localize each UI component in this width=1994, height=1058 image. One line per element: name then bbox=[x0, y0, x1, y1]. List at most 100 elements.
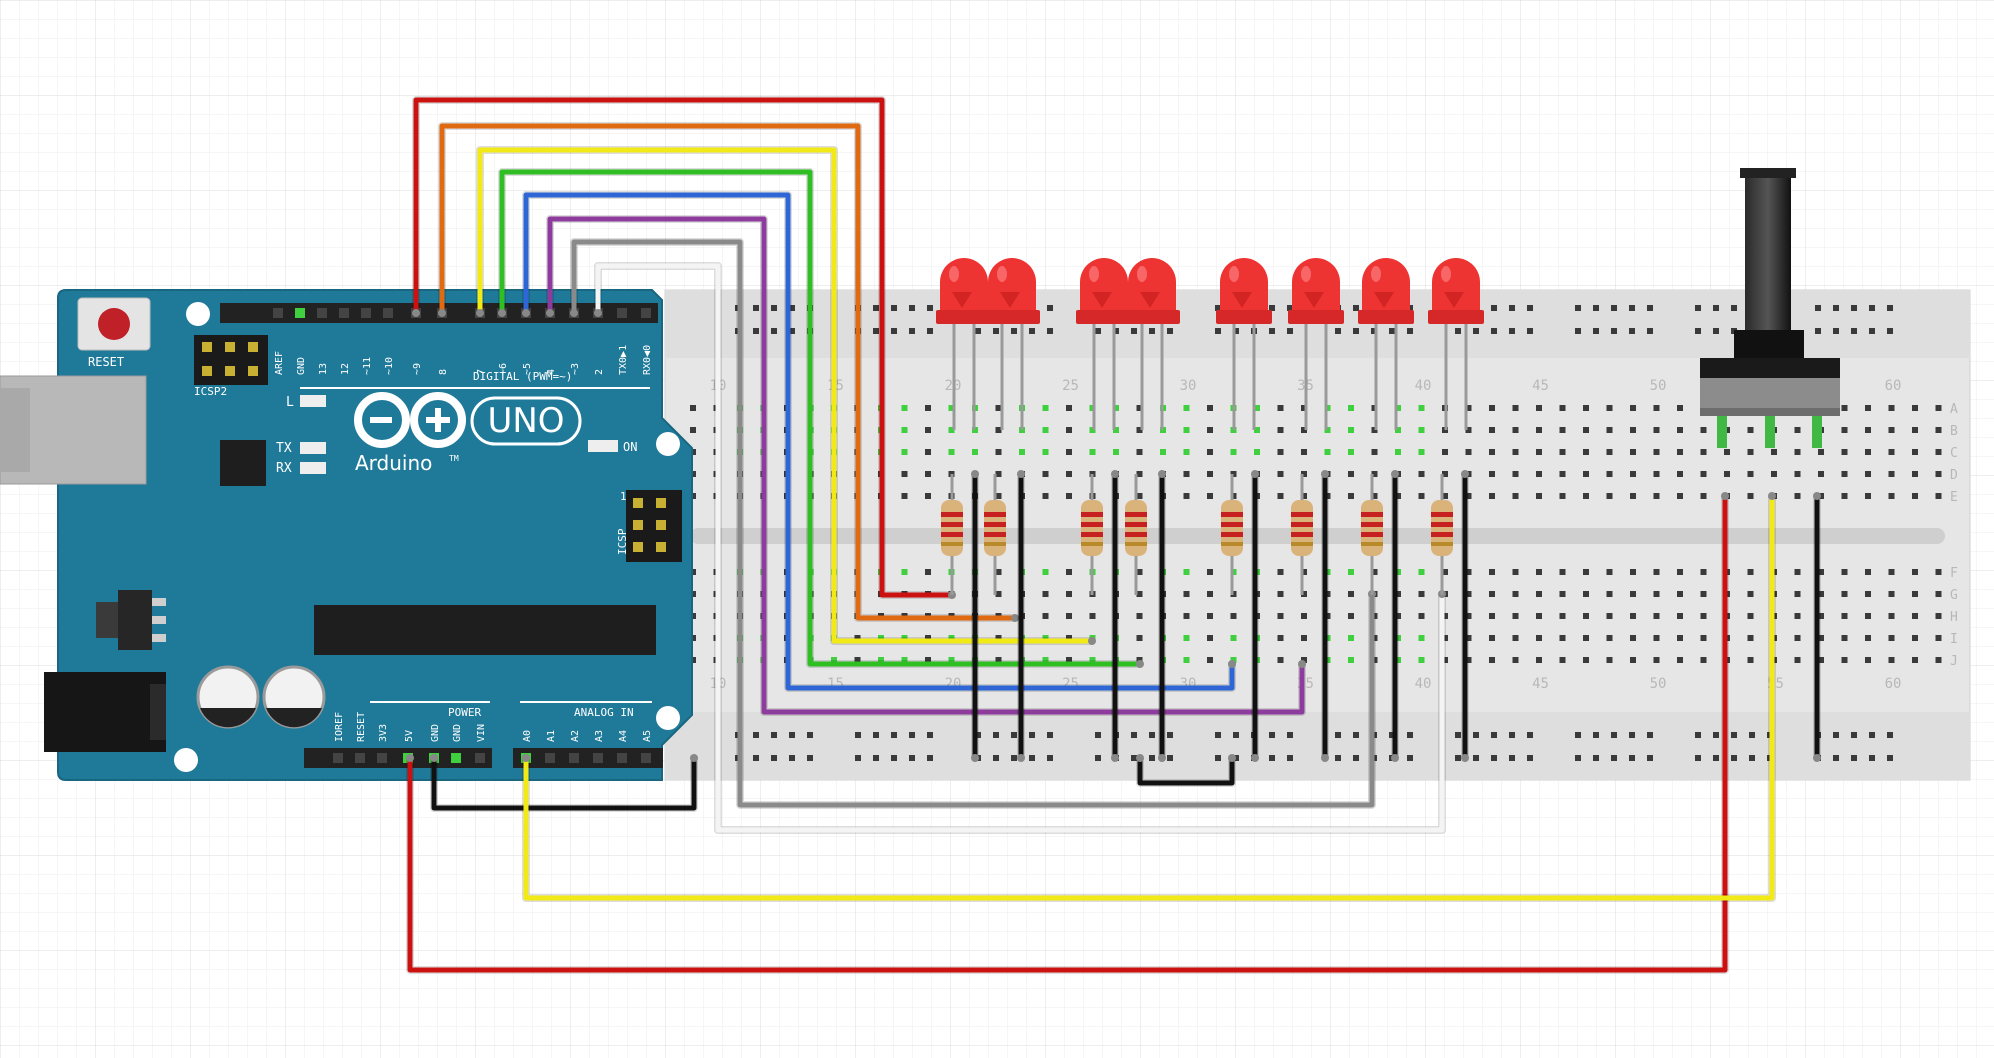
wire-a0-yellow-end bbox=[522, 754, 530, 762]
breadboard-hole bbox=[1653, 613, 1660, 619]
rail-hole bbox=[1149, 328, 1155, 334]
breadboard-hole bbox=[1865, 405, 1871, 411]
breadboard-hole bbox=[1230, 449, 1237, 455]
breadboard-hole bbox=[1536, 591, 1542, 597]
icsp2-header bbox=[194, 335, 268, 385]
breadboard-hole bbox=[1042, 405, 1049, 411]
breadboard-hole bbox=[995, 471, 1002, 477]
breadboard-column-number: 60 bbox=[1885, 676, 1902, 692]
breadboard-hole bbox=[1583, 591, 1589, 597]
header-pin bbox=[317, 308, 327, 318]
analog-label: ANALOG IN bbox=[574, 706, 634, 719]
breadboard-hole bbox=[1254, 427, 1260, 433]
rail-hole bbox=[1335, 732, 1341, 738]
rail-hole bbox=[1869, 305, 1875, 311]
breadboard-hole bbox=[948, 657, 955, 663]
breadboard-hole bbox=[995, 493, 1002, 499]
breadboard-hole bbox=[1207, 427, 1213, 433]
led-red[interactable] bbox=[1358, 258, 1414, 430]
rail-hole bbox=[1647, 305, 1653, 311]
wire-gnd-arduino-end bbox=[430, 754, 438, 762]
breadboard-hole bbox=[1207, 569, 1213, 575]
breadboard-hole bbox=[1818, 635, 1824, 641]
led-red[interactable] bbox=[1124, 258, 1180, 430]
rail-hole bbox=[807, 755, 813, 761]
rail-hole bbox=[891, 755, 897, 761]
potentiometer[interactable] bbox=[1700, 168, 1840, 448]
breadboard-hole bbox=[854, 657, 861, 663]
breadboard-hole bbox=[1912, 471, 1918, 477]
breadboard-hole bbox=[1794, 635, 1801, 641]
breadboard-hole bbox=[1418, 493, 1425, 499]
breadboard-hole bbox=[948, 427, 955, 433]
breadboard-hole bbox=[1935, 635, 1942, 641]
led-tx bbox=[300, 442, 326, 454]
rail-hole bbox=[1593, 755, 1599, 761]
rail-hole bbox=[1869, 755, 1875, 761]
wire-pin3-gray bbox=[571, 239, 1375, 808]
resistor bbox=[1361, 474, 1383, 595]
reset-button[interactable] bbox=[77, 297, 151, 351]
led-red[interactable] bbox=[1216, 258, 1272, 430]
breadboard-hole bbox=[1747, 493, 1754, 499]
led-red[interactable] bbox=[1288, 258, 1344, 430]
rail-hole bbox=[1731, 755, 1737, 761]
rail-hole bbox=[1713, 328, 1719, 334]
led-red[interactable] bbox=[936, 258, 992, 430]
breadboard-hole bbox=[1183, 657, 1190, 663]
breadboard-hole bbox=[925, 427, 931, 433]
uno-badge bbox=[470, 396, 582, 446]
power-pin-label: 3V3 bbox=[378, 724, 389, 742]
breadboard-hole bbox=[1465, 591, 1472, 597]
wire-ground-6-end bbox=[1321, 470, 1329, 478]
breadboard-hole bbox=[1841, 427, 1848, 433]
led-red[interactable] bbox=[984, 258, 1040, 430]
power-pin-label: GND bbox=[430, 724, 441, 742]
breadboard-hole bbox=[1230, 635, 1237, 641]
breadboard-hole bbox=[1418, 405, 1425, 411]
wire-ground-3-end bbox=[1111, 470, 1119, 478]
wire-pin9-red-end bbox=[412, 309, 420, 317]
rail-hole bbox=[1215, 732, 1221, 738]
digital-pin-label: ~3 bbox=[570, 363, 581, 375]
analog-pin-label: A4 bbox=[618, 730, 629, 742]
breadboard-hole bbox=[1653, 657, 1660, 663]
rail-hole bbox=[771, 732, 777, 738]
rail-hole bbox=[1047, 305, 1053, 311]
digital-pin-label: TX0▶1 bbox=[618, 345, 629, 375]
breadboard-hole bbox=[1794, 449, 1801, 455]
breadboard-hole bbox=[1489, 493, 1495, 499]
breadboard-hole bbox=[1489, 405, 1495, 411]
breadboard-hole bbox=[1747, 613, 1754, 619]
breadboard-hole bbox=[1630, 471, 1636, 477]
rail-hole bbox=[873, 755, 879, 761]
led-red[interactable] bbox=[1428, 258, 1484, 430]
wire-ground-2-end bbox=[1017, 754, 1025, 762]
breadboard-hole bbox=[1371, 493, 1378, 499]
breadboard-hole bbox=[901, 569, 908, 575]
breadboard-hole bbox=[1888, 427, 1895, 433]
rail-hole bbox=[1527, 732, 1533, 738]
breadboard-hole bbox=[1536, 449, 1542, 455]
breadboard-hole bbox=[1630, 449, 1636, 455]
digital-pin-label: AREF bbox=[274, 351, 285, 375]
breadboard-hole bbox=[1606, 427, 1613, 433]
breadboard-hole bbox=[1888, 591, 1895, 597]
rail-hole bbox=[927, 755, 933, 761]
breadboard-hole bbox=[995, 427, 1002, 433]
rail-hole bbox=[1713, 732, 1719, 738]
breadboard-hole bbox=[1136, 427, 1143, 433]
rail-hole bbox=[1167, 328, 1173, 334]
breadboard-hole bbox=[1042, 591, 1049, 597]
rail-hole bbox=[1575, 732, 1581, 738]
led-red[interactable] bbox=[1076, 258, 1132, 430]
breadboard-hole bbox=[1442, 493, 1448, 499]
breadboard-hole bbox=[1136, 569, 1143, 575]
breadboard-hole bbox=[1512, 613, 1519, 619]
breadboard-hole bbox=[1559, 427, 1566, 433]
breadboard-hole bbox=[1277, 427, 1284, 433]
wire-pin4-purple bbox=[547, 216, 1305, 715]
breadboard-hole bbox=[1512, 471, 1519, 477]
wire-pin4-purple-end bbox=[546, 309, 554, 317]
